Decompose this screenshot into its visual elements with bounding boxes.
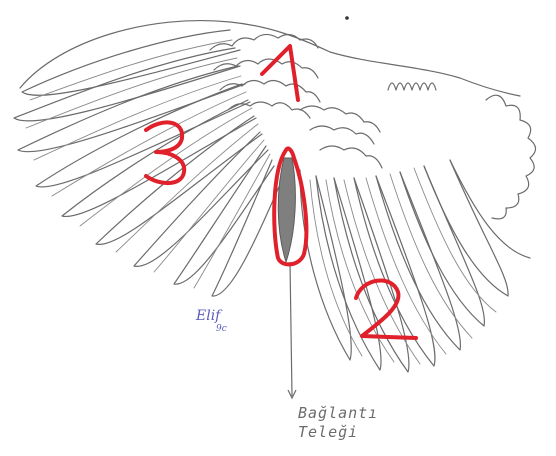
annotation-line-1: Bağlantı xyxy=(298,404,378,423)
pencil-dot xyxy=(345,16,349,20)
annotation-line-2: Teleği xyxy=(298,423,378,442)
signature-name: Elif xyxy=(196,308,227,324)
connecting-feather xyxy=(278,158,296,398)
secondary-feathers xyxy=(300,95,536,372)
signature-number: 9c xyxy=(216,324,227,334)
artist-signature: Elif 9c xyxy=(196,308,227,334)
connector-annotation: Bağlantı Teleği xyxy=(298,404,378,442)
